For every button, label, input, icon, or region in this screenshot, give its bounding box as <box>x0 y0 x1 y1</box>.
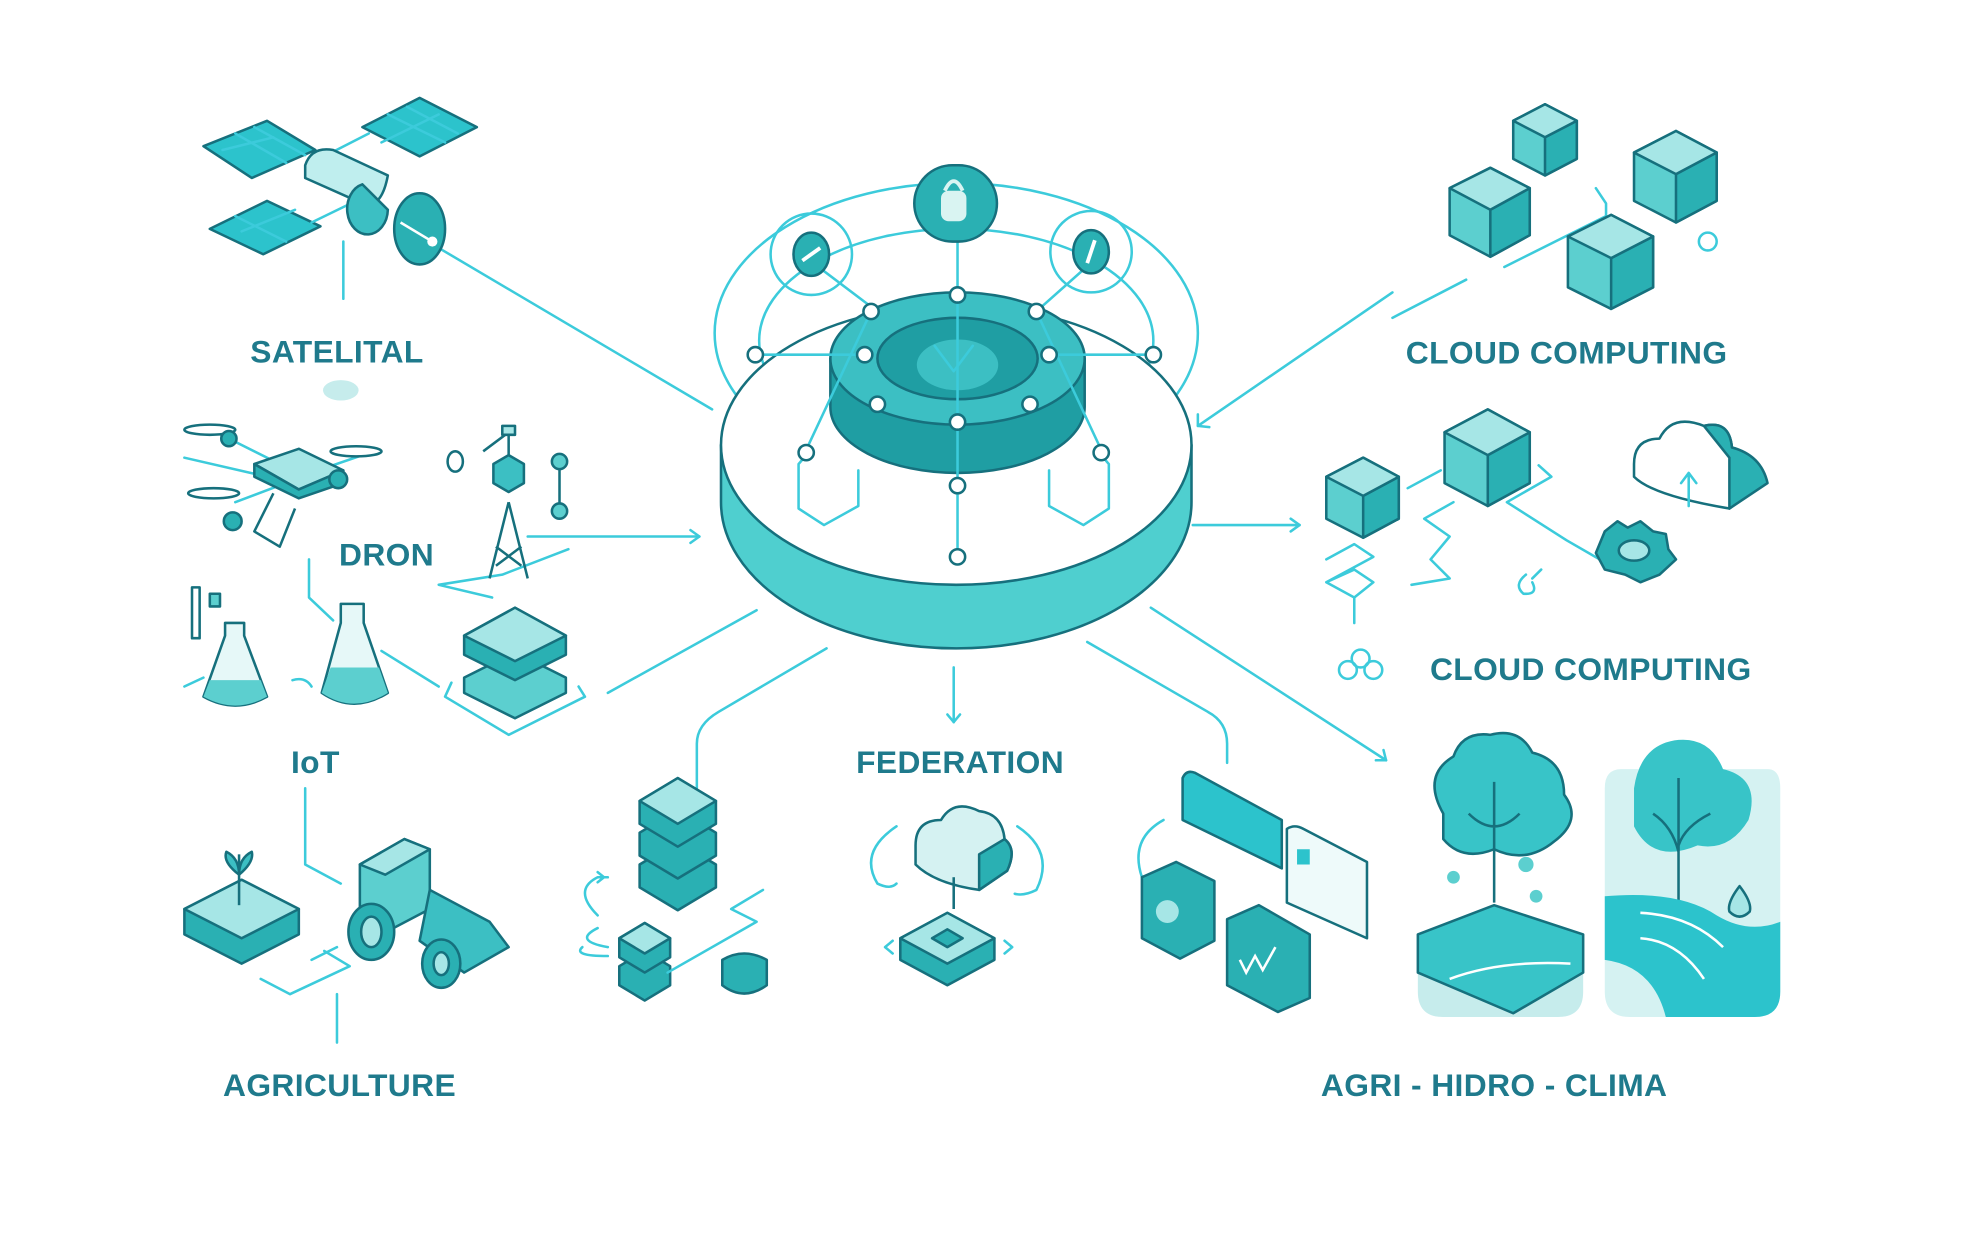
lock-icon <box>913 164 999 243</box>
connector-hub-panels <box>1085 640 1229 765</box>
connector-satellite-hub <box>437 246 714 411</box>
label-iot: IoT <box>291 744 340 780</box>
connector-iot-agri <box>303 786 343 885</box>
cube-cluster-icon <box>1391 102 1718 320</box>
connector-flasks <box>183 676 313 688</box>
arrowhead-federation <box>946 713 962 724</box>
satellite-icon <box>202 96 479 266</box>
tree-soil-icon <box>1416 731 1585 1018</box>
arrowhead-agri <box>1374 748 1388 762</box>
label-cloud-computing-mid: CLOUD COMPUTING <box>1430 651 1752 687</box>
hub-nodes <box>746 286 1163 566</box>
flask-icon <box>190 586 390 707</box>
connector-plot-tractor <box>259 945 351 996</box>
arrowhead-tower <box>689 528 701 545</box>
label-agriculture: AGRICULTURE <box>223 1067 456 1103</box>
shield-badge-left <box>769 212 854 297</box>
hub-circuit-left <box>797 453 860 527</box>
connector-flask-db <box>380 649 440 688</box>
shield-badge-right <box>1049 209 1134 294</box>
connector-dron-tower <box>437 547 570 599</box>
cloud-upload-icon <box>1632 420 1769 510</box>
cube-icon <box>1566 213 1655 311</box>
cube-icon <box>1448 166 1532 259</box>
central-hub <box>713 164 1200 650</box>
server-chip-icon <box>883 911 1014 987</box>
connector-hub-db <box>695 647 828 790</box>
label-federation: FEDERATION <box>856 744 1064 780</box>
connector-drone-flask <box>307 558 335 622</box>
weather-station-icon <box>446 424 569 579</box>
connectors <box>183 240 1394 1044</box>
plant-plot-icon <box>183 850 301 965</box>
label-agri-hidro-clima: AGRI - HIDRO - CLIMA <box>1321 1067 1667 1103</box>
label-dron: DRON <box>339 537 434 573</box>
cube-icon <box>1443 408 1532 508</box>
connector-db-bracket <box>443 681 587 737</box>
hub-core-v <box>933 344 975 373</box>
dashboard-panels-icon <box>1137 770 1369 1014</box>
database-stack-icon <box>462 606 568 720</box>
arrowhead-cloud2 <box>1289 517 1301 533</box>
tree-water-icon <box>1604 739 1781 1018</box>
tractor-icon <box>347 837 510 990</box>
decorative-blob <box>322 380 359 401</box>
cloud-icon <box>869 805 1044 909</box>
cube-icon <box>1325 456 1401 540</box>
cube-icon <box>1632 129 1718 224</box>
connector-hub-iot <box>606 608 758 695</box>
gear-icon <box>1594 519 1678 584</box>
connector-cloud-hub <box>1196 291 1394 428</box>
label-satelital: SATELITAL <box>250 333 423 369</box>
arrowhead-cloud <box>1196 413 1211 429</box>
cloud-services-icon <box>1325 408 1769 681</box>
label-cloud-computing-top: CLOUD COMPUTING <box>1406 335 1728 371</box>
storage-cluster-icon <box>578 776 769 1002</box>
connector-hub-agri <box>1149 606 1388 762</box>
cube-icon <box>1511 102 1579 177</box>
drone-icon <box>183 423 383 548</box>
hub-circuit-right <box>1047 453 1111 527</box>
